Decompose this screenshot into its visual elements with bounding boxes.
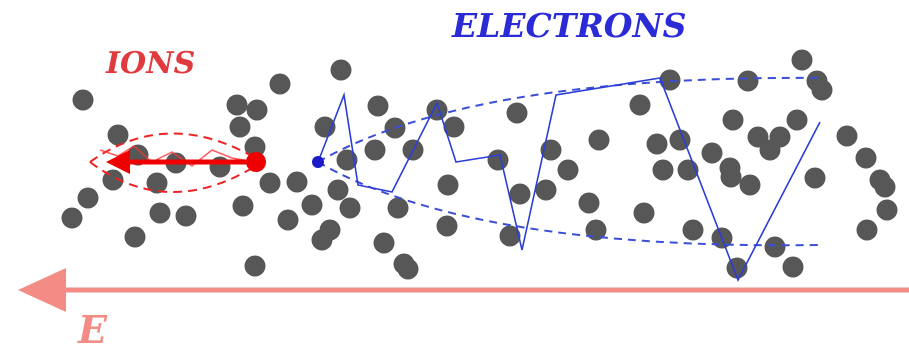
atom	[229, 116, 251, 138]
atom	[367, 95, 389, 117]
atom	[720, 166, 742, 188]
atom	[701, 142, 723, 164]
atom	[588, 129, 610, 151]
atom	[436, 215, 458, 237]
ion-arrowhead	[106, 150, 130, 174]
atom	[804, 167, 826, 189]
atom	[722, 109, 744, 131]
ion-trajectory	[89, 132, 266, 193]
electron	[312, 156, 324, 168]
electron-envelope-top	[317, 76, 821, 163]
atom	[319, 219, 341, 241]
atom	[646, 133, 668, 155]
atom	[578, 192, 600, 214]
atom	[107, 124, 129, 146]
atom	[786, 109, 808, 131]
atom	[327, 179, 349, 201]
ion-envelope-bottom	[89, 161, 263, 193]
ion	[246, 152, 266, 172]
atom	[175, 205, 197, 227]
atom	[659, 69, 681, 91]
atom	[739, 174, 761, 196]
atom	[876, 199, 898, 221]
electric-field-arrow	[18, 268, 909, 312]
atom	[557, 159, 579, 181]
atom	[61, 207, 83, 229]
atom	[737, 70, 759, 92]
atom	[437, 174, 459, 196]
atom	[269, 73, 291, 95]
atom	[782, 256, 804, 278]
atom	[244, 255, 266, 277]
neutral-atoms	[61, 49, 898, 280]
atom	[232, 195, 254, 217]
atom	[397, 258, 419, 280]
atom	[633, 202, 655, 224]
atom	[72, 89, 94, 111]
atom	[499, 225, 521, 247]
atom	[509, 183, 531, 205]
atom	[330, 59, 352, 81]
electron-trajectory	[312, 76, 821, 282]
atom	[364, 139, 386, 161]
atom	[811, 79, 833, 101]
atom	[856, 219, 878, 241]
atom	[226, 94, 248, 116]
atom	[506, 102, 528, 124]
field-label: E	[78, 307, 107, 352]
atom	[629, 94, 651, 116]
atom	[836, 125, 858, 147]
atom	[764, 236, 786, 258]
ion-envelope-top	[89, 132, 263, 163]
atom	[246, 99, 268, 121]
atom	[277, 209, 299, 231]
atom	[124, 226, 146, 248]
atom	[769, 126, 791, 148]
atom	[146, 172, 168, 194]
atom	[286, 171, 308, 193]
ions-label: IONS	[106, 46, 196, 81]
electron-envelope-bottom	[317, 161, 821, 247]
electron-zigzag-path	[317, 77, 821, 282]
atom	[387, 197, 409, 219]
atom	[244, 136, 266, 158]
ion-jitter-path	[99, 145, 257, 167]
atom	[874, 176, 896, 198]
atom	[682, 219, 704, 241]
atom	[426, 99, 448, 121]
atom	[652, 159, 674, 181]
electrons-label: ELECTRONS	[452, 6, 687, 45]
atom	[149, 202, 171, 224]
atom	[301, 194, 323, 216]
atom	[487, 149, 509, 171]
atom	[535, 179, 557, 201]
atom	[77, 187, 99, 209]
atom	[339, 197, 361, 219]
atom	[336, 149, 358, 171]
atom	[259, 172, 281, 194]
atom	[855, 147, 877, 169]
atom	[791, 49, 813, 71]
atom	[443, 116, 465, 138]
atom	[373, 232, 395, 254]
